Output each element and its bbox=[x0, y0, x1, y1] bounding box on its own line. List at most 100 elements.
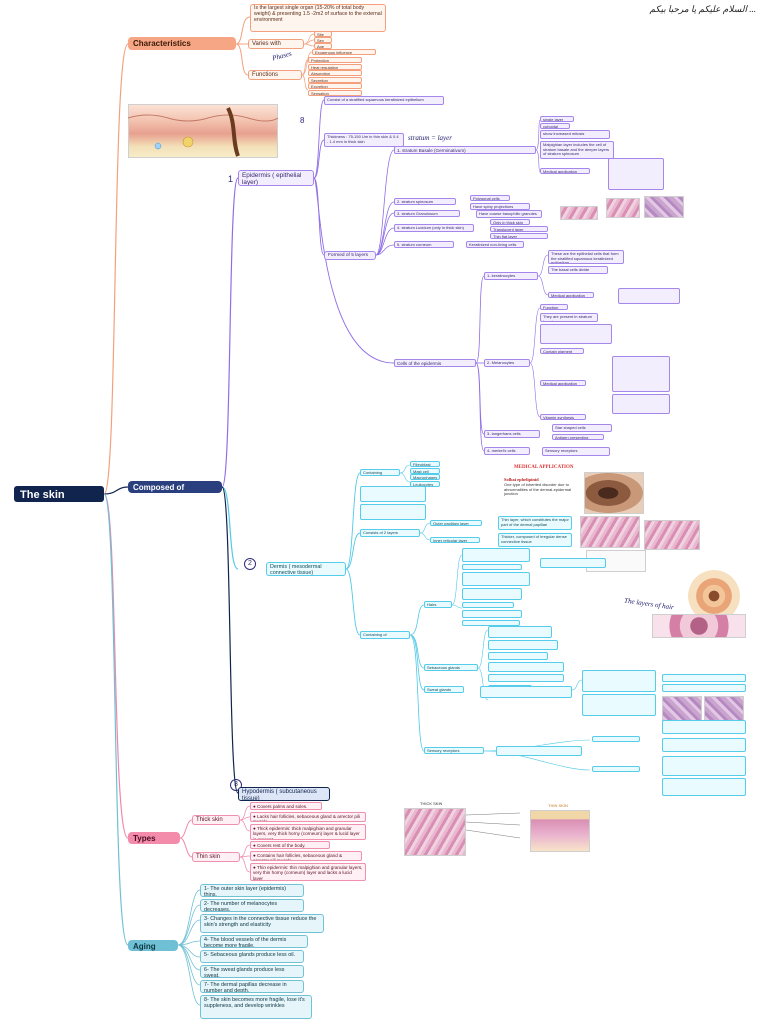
granulosum-granules: Have coarse basophilic granules bbox=[476, 210, 542, 218]
dermis-histology-2 bbox=[644, 520, 700, 550]
aging-item-1: 1- The outer skin layer (epidermis) thin… bbox=[200, 884, 304, 897]
aging-item-8: 8- The skin becomes more fragile, lose i… bbox=[200, 995, 312, 1019]
keratinocytes-medical-detail bbox=[618, 288, 680, 304]
papillary-layer[interactable]: Outer papillary layer bbox=[430, 520, 482, 526]
epidermis-layers-node[interactable]: Formed of 5 layers bbox=[324, 251, 376, 260]
basale-malpighian: Malpighian layer includes the cell of st… bbox=[540, 141, 614, 159]
cell-keratinocytes[interactable]: 1- keratinocytes bbox=[484, 272, 538, 280]
melanocytes-pigment[interactable]: Contain pigment bbox=[540, 348, 584, 354]
hair-cross-section-image bbox=[688, 570, 740, 622]
varies-with-node[interactable]: Varies with bbox=[248, 39, 304, 49]
dermis-consists-node[interactable]: Consists of 2 layers bbox=[360, 529, 420, 537]
melanocytes-detail-3 bbox=[612, 394, 670, 414]
basale-medical-detail bbox=[608, 158, 664, 190]
function-absorption: Absorption bbox=[308, 70, 362, 76]
thin-skin-node[interactable]: Thin skin bbox=[192, 852, 240, 862]
function-excretion: Excretion bbox=[308, 83, 362, 89]
sweat-detail-3 bbox=[582, 694, 656, 716]
reticular-layer[interactable]: Inner reticular layer bbox=[430, 537, 480, 543]
layer-stratum-spinosum[interactable]: 2. stratum spinosum bbox=[394, 198, 456, 205]
dermis-containing-node[interactable]: Containing bbox=[360, 469, 400, 476]
langerhans-antigen: Antigen presenting bbox=[552, 434, 604, 440]
aging-item-2: 2- The number of melanocytes decreases. bbox=[200, 899, 304, 912]
hair-histology-image bbox=[652, 614, 746, 638]
thin-skin-histology bbox=[530, 810, 590, 852]
sebaceous-detail-4 bbox=[488, 662, 564, 672]
hypodermis-node[interactable]: Hypodermis ( subcutaneous tissue) bbox=[238, 787, 330, 801]
hypodermis-number: 3 bbox=[230, 779, 242, 791]
dermis-medical-text: One type of inherited disorder due to ab… bbox=[504, 483, 572, 497]
dermis-number: 2 bbox=[244, 558, 256, 570]
keratinocytes-desc: These are the epithelial cells that form… bbox=[548, 250, 624, 264]
root-node-the-skin[interactable]: The skin bbox=[14, 486, 104, 502]
epidermis-number: 1 bbox=[228, 174, 234, 184]
aging-item-4: 4- The blood vessels of the dermis becom… bbox=[200, 935, 308, 948]
papillary-desc: Thin layer, which constitutes the major … bbox=[498, 516, 572, 530]
appendage-sensory-receptors[interactable]: Sensory receptors bbox=[424, 747, 484, 754]
melanocytes-function[interactable]: Function bbox=[540, 304, 568, 310]
sensory-detail-c bbox=[662, 756, 746, 776]
dermis-medical-title: MEDICAL APPLICATION bbox=[514, 465, 574, 470]
thick-skin-node[interactable]: Thick skin bbox=[192, 815, 240, 825]
cell-langerhans[interactable]: 3- langerhans cells bbox=[484, 430, 540, 438]
keratinocytes-basal: The basal cells divide bbox=[548, 266, 608, 274]
sensory-detail-b bbox=[662, 738, 746, 752]
lucidum-thick-only: Only in thick skin bbox=[490, 219, 530, 225]
layer-stratum-granulosum[interactable]: 3. stratum Granulosum bbox=[394, 210, 460, 217]
containing-of-node[interactable]: Containing of bbox=[360, 631, 410, 639]
layer-stratum-basale[interactable]: 1. stratum Basale (Germinativum) bbox=[394, 146, 536, 154]
sebaceous-detail-2 bbox=[488, 640, 558, 650]
hairs-details-5 bbox=[462, 602, 514, 608]
sweat-detail-1 bbox=[480, 686, 572, 698]
appendage-sebaceous[interactable]: Sebaceous glands bbox=[424, 664, 478, 671]
aging-node[interactable]: Aging bbox=[128, 940, 178, 951]
epidermis-note-stratified: Consist of a stratified squamous keratin… bbox=[324, 96, 444, 105]
function-protection: Protection bbox=[308, 57, 362, 63]
melanocytes-medical[interactable]: Medical application bbox=[540, 380, 586, 386]
functions-node[interactable]: Functions bbox=[248, 70, 302, 80]
hairs-details-2 bbox=[462, 564, 522, 570]
cell-melanocytes[interactable]: 2- Melanocytes bbox=[484, 359, 530, 367]
aging-item-3: 3- Changes in the connective tissue redu… bbox=[200, 914, 324, 933]
melanocytes-detail-1 bbox=[540, 324, 612, 344]
aging-item-5: 5- Sebaceous glands produce less oil. bbox=[200, 950, 304, 963]
epidermis-node[interactable]: Epidermis ( epithelial layer) bbox=[238, 170, 314, 186]
thick-skin-item-1: ● Covers palms and soles. bbox=[250, 802, 322, 810]
function-heat-regulation: Heat regulation bbox=[308, 63, 362, 70]
hairs-details-4 bbox=[462, 588, 522, 600]
thick-skin-item-2: ● Lacks hair follicles, sebaceous gland … bbox=[250, 812, 366, 822]
layer-stratum-lucidum[interactable]: 4. stratum Lucidum (only in thick skin) bbox=[394, 224, 474, 232]
epidermis-histology-image-1 bbox=[560, 206, 598, 220]
dermis-description-2 bbox=[360, 504, 426, 520]
dermis-histology-1 bbox=[580, 516, 640, 548]
cells-of-epidermis-node[interactable]: Cells of the epidermis bbox=[394, 359, 476, 367]
layer-stratum-corneum[interactable]: 5. stratum corneum bbox=[394, 241, 454, 248]
sensory-detail-d bbox=[662, 778, 746, 796]
dermis-node[interactable]: Dermis ( mesodermal connective tissue) bbox=[266, 562, 346, 576]
characteristics-node[interactable]: Characteristics bbox=[128, 37, 236, 50]
thick-skin-histology bbox=[404, 808, 466, 856]
sensory-unencapsulated[interactable] bbox=[592, 766, 640, 772]
aging-item-7: 7- The dermal papillas decrease in numbe… bbox=[200, 980, 304, 993]
contains-fibroblast: Fibroblast bbox=[410, 461, 440, 467]
basale-medical-application[interactable]: Medical application bbox=[540, 168, 590, 174]
composed-of-node[interactable]: Composed of bbox=[128, 481, 222, 493]
thin-skin-item-2: ● Contains hair follicles, sebaceous gla… bbox=[250, 851, 362, 861]
cell-merkel[interactable]: 4- merkel's cells bbox=[484, 447, 530, 455]
dermis-medical-photo bbox=[584, 472, 644, 514]
dermis-description bbox=[360, 486, 426, 502]
keratinocytes-medical[interactable]: Medical application bbox=[548, 292, 594, 298]
sensory-encapsulated[interactable] bbox=[592, 736, 640, 742]
appendage-sweat-glands[interactable]: Sweat glands bbox=[424, 686, 464, 693]
types-node[interactable]: Types bbox=[128, 832, 180, 844]
melanocytes-detail-2 bbox=[612, 356, 670, 392]
stratum-layer-note: stratum = layer bbox=[408, 134, 452, 142]
reticular-desc: Thicker, composed of irregular dense con… bbox=[498, 533, 572, 547]
melanocytes-vitamin[interactable]: Vitamin synthesis bbox=[540, 414, 586, 420]
varies-age: Age bbox=[314, 43, 332, 49]
melanocytes-present: They are present in stratum basale bbox=[540, 313, 598, 322]
lucidum-translucent: Translucent layer bbox=[490, 226, 548, 232]
appendage-hairs[interactable]: Hairs bbox=[424, 601, 452, 608]
epidermis-note-thickness: Thickness : 75-150 Um in thin skin & 0.4… bbox=[324, 133, 404, 147]
